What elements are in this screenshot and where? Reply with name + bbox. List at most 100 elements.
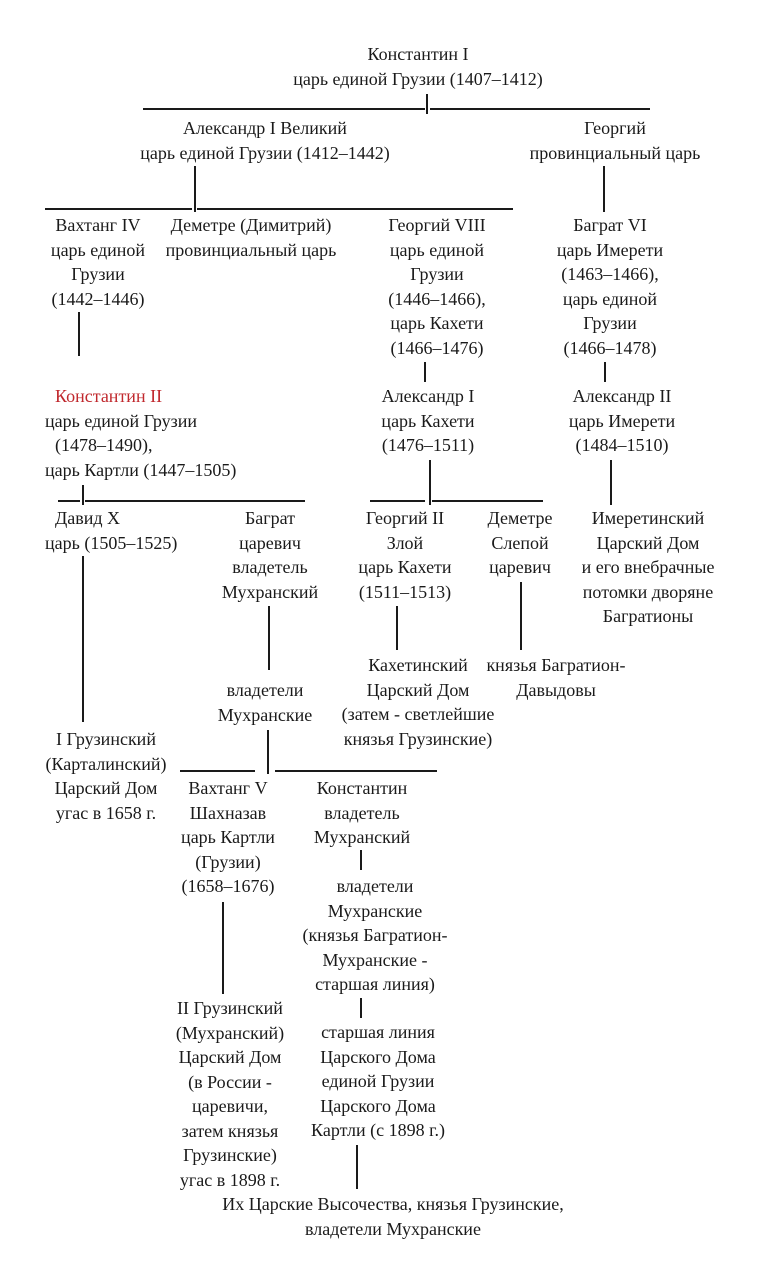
connector [429, 460, 431, 505]
node-line: Баграт [244, 508, 296, 528]
node-line: (1658–1676) [181, 876, 275, 896]
node-line: (1478–1490), [55, 435, 153, 455]
node-line: (1442–1446) [51, 288, 145, 309]
node-line: провинциальный царь [529, 142, 701, 163]
node-line: Давыдовы [516, 679, 596, 700]
node-line: I Грузинский [56, 729, 156, 749]
node-line: Царского Дома [320, 1095, 436, 1116]
node-line: Константин [316, 778, 408, 798]
node-line: Александр I [381, 386, 475, 406]
node-line: Царского Дома [320, 1046, 436, 1067]
node-line: Мухранский [221, 581, 319, 602]
node-line: Мухранские - [322, 949, 428, 970]
connector [370, 500, 425, 502]
node-line: царь Имерети [556, 239, 664, 260]
node-line: (Грузии) [195, 851, 261, 872]
node-line: старшая линия) [315, 974, 435, 994]
node-line: единой Грузии [321, 1071, 435, 1091]
node-line: Имеретинский [591, 508, 705, 528]
person-node-konstantin2: Константин II царь единой Грузии (1478–149… [45, 384, 236, 482]
node-line: (1511–1513) [358, 581, 452, 602]
node-line: владетель [232, 557, 308, 577]
node-line: владетели [336, 876, 414, 896]
node-line: Картли (с 1898 г.) [311, 1120, 445, 1140]
connector [604, 362, 606, 382]
node-line: затем князья [181, 1120, 279, 1141]
node-line: владетели [226, 680, 304, 700]
node-line: Александр II [572, 386, 672, 406]
node-line: (Мухранский) [175, 1022, 285, 1043]
node-line: Вахтанг IV [55, 215, 141, 235]
node-line: угас в 1898 г. [179, 1169, 281, 1190]
connector [426, 94, 428, 114]
node-line: Царский Дом [366, 679, 470, 700]
node-line: царь единой Грузии [45, 410, 198, 431]
node-line: царь единой [389, 239, 485, 260]
node-line: царь единой [562, 288, 658, 309]
node-line: Багратионы [602, 606, 694, 626]
connector [360, 998, 362, 1018]
connector [194, 166, 196, 212]
person-node-georgian-house-2: II Грузинский(Мухранский)Царский Дом(в Р… [176, 996, 284, 1192]
connector [356, 1145, 358, 1189]
node-line: Баграт VI [573, 215, 647, 235]
node-line: потомки дворяне [582, 581, 714, 602]
connector [267, 730, 269, 774]
node-line: Их Царские Высочества, князья Грузинские… [222, 1194, 564, 1214]
node-line: Царский Дом [178, 1047, 282, 1067]
node-line: Константин I [367, 44, 469, 64]
node-line: царь (1505–1525) [45, 532, 178, 553]
node-line: царь Картли (1447–1505) [45, 459, 237, 480]
connector [430, 108, 650, 110]
connector [143, 108, 425, 110]
connector [432, 500, 543, 502]
node-line: угас в 1658 г. [55, 802, 157, 823]
node-line: Грузии [583, 313, 637, 333]
person-node-final: Их Царские Высочества, князья Грузинские… [222, 1192, 564, 1241]
node-line: князья Грузинские) [343, 728, 493, 749]
connector [222, 902, 224, 994]
node-line: Слепой [491, 532, 549, 553]
node-line: Георгий VIII [388, 215, 486, 235]
person-node-demetre: Деметре (Димитрий)провинциальный царь [166, 213, 337, 262]
node-line: Грузии [410, 264, 464, 284]
node-line: Константин II [55, 386, 163, 406]
node-line: царь единой Грузии (1407–1412) [293, 68, 543, 89]
node-line: Грузинские) [183, 1145, 277, 1165]
node-line: Мухранские [217, 704, 313, 725]
node-line: Мухранские [327, 900, 423, 921]
connector [45, 208, 192, 210]
connector [82, 485, 84, 505]
connector [78, 312, 80, 356]
node-line: царь Картли [181, 827, 275, 847]
connector [180, 770, 255, 772]
node-line: Грузии [71, 264, 125, 284]
connector [275, 770, 437, 772]
node-line: царь Кахети [390, 313, 484, 333]
connector [610, 460, 612, 505]
connector [396, 606, 398, 650]
node-line: Георгий II [365, 508, 445, 528]
node-line: Шахназав [189, 802, 267, 823]
connector [360, 850, 362, 870]
node-line: (1466–1476) [390, 337, 484, 358]
node-line: царевич [239, 532, 301, 553]
node-line: владетели Мухранские [305, 1218, 481, 1239]
person-node-bagration-davydov: князья Багратион-Давыдовы [486, 653, 625, 702]
